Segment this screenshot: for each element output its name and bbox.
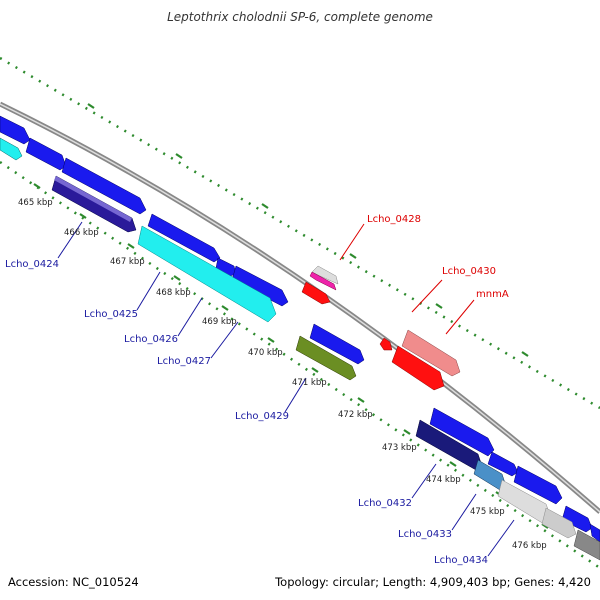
gene-label-lcho-0428[interactable]: Lcho_0428 xyxy=(367,214,421,225)
kbp-label: 471 kbp xyxy=(292,378,327,388)
gene-label-lcho-0426[interactable]: Lcho_0426 xyxy=(124,334,178,345)
gene-forward-b[interactable] xyxy=(61,157,147,215)
kbp-label: 472 kbp xyxy=(338,410,373,420)
gene-forward-d[interactable] xyxy=(215,257,237,277)
gene-label-lcho-0427[interactable]: Lcho_0427 xyxy=(157,356,211,367)
gene-label-lcho-0433[interactable]: Lcho_0433 xyxy=(398,529,452,540)
gene-label-lcho-0424[interactable]: Lcho_0424 xyxy=(5,259,59,270)
kbp-label: 475 kbp xyxy=(470,507,505,517)
gene-label-mnmA[interactable]: mnmA xyxy=(476,289,509,300)
gene-forward-h[interactable] xyxy=(513,465,563,505)
gene-left-edge-2[interactable] xyxy=(0,137,23,161)
topology-text: Topology: circular; Length: 4,909,403 bp… xyxy=(275,575,591,589)
gene-label-lcho-0432[interactable]: Lcho_0432 xyxy=(358,498,412,509)
gene-forward-a[interactable] xyxy=(25,137,67,171)
gene-mnmA[interactable] xyxy=(379,337,445,391)
map-title: Leptothrix cholodnii SP-6, complete geno… xyxy=(167,10,433,24)
gene-lcho-0429[interactable] xyxy=(309,323,365,365)
gene-lcho-0434[interactable] xyxy=(497,479,577,539)
gene-lcho-0426[interactable] xyxy=(137,225,277,323)
gene-label-lcho-0434[interactable]: Lcho_0434 xyxy=(434,555,488,566)
kbp-label: 467 kbp xyxy=(110,257,145,267)
label-leaders xyxy=(57,221,515,557)
gene-forward-g[interactable] xyxy=(487,451,519,477)
gene-right-edge[interactable] xyxy=(573,529,600,561)
gene-forward-c[interactable] xyxy=(147,213,221,263)
gene-label-lcho-0430[interactable]: Lcho_0430 xyxy=(442,266,496,277)
kbp-label: 468 kbp xyxy=(156,288,191,298)
gene-label-lcho-0429[interactable]: Lcho_0429 xyxy=(235,411,289,422)
gene-left-edge-1[interactable] xyxy=(0,115,31,145)
gene-lcho-0428[interactable] xyxy=(309,265,339,291)
inner-tick-ring xyxy=(0,160,600,570)
genome-backbone xyxy=(0,101,600,514)
kbp-label: 466 kbp xyxy=(64,228,99,238)
gene-red-small[interactable] xyxy=(301,281,331,305)
gene-label-lcho-0425[interactable]: Lcho_0425 xyxy=(84,309,138,320)
gene-lcho-0430[interactable] xyxy=(401,329,461,377)
gene-forward-f[interactable] xyxy=(429,407,495,457)
kbp-labels: 465 kbp 466 kbp 467 kbp 468 kbp 469 kbp … xyxy=(18,198,547,551)
kbp-label: 469 kbp xyxy=(202,317,237,327)
gene-olive[interactable] xyxy=(295,335,357,381)
kbp-label: 465 kbp xyxy=(18,198,53,208)
gene-lcho-0424[interactable] xyxy=(51,175,137,233)
kbp-label: 476 kbp xyxy=(512,541,547,551)
kbp-label: 474 kbp xyxy=(426,475,461,485)
kbp-label: 473 kbp xyxy=(382,443,417,453)
gene-labels: Lcho_0424 Lcho_0425 Lcho_0426 Lcho_0427 … xyxy=(5,214,509,566)
kbp-label: 470 kbp xyxy=(248,348,283,358)
accession-text: Accession: NC_010524 xyxy=(8,575,139,589)
